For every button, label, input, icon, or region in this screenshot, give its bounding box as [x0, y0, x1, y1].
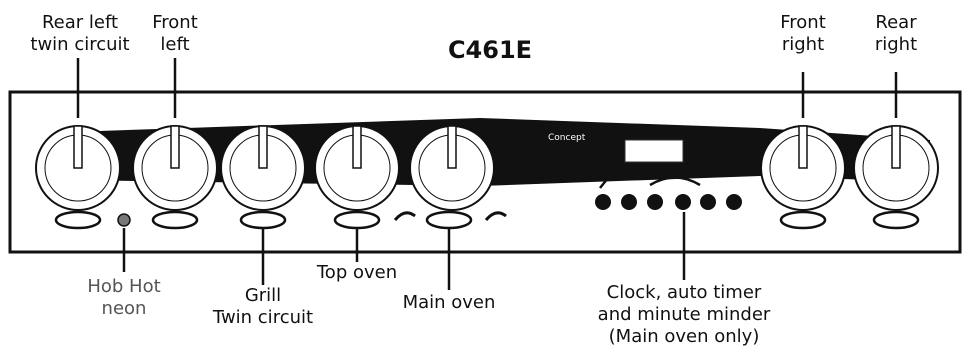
label-rear-right: Rear right	[874, 12, 918, 55]
brand-logo: Concept	[548, 133, 586, 143]
clock-buttons[interactable]	[595, 176, 742, 211]
knob-front-right[interactable]	[760, 125, 846, 230]
label-top-oven: Top oven	[316, 262, 398, 283]
knob-grill[interactable]	[220, 125, 306, 230]
knob-top-oven[interactable]	[314, 125, 416, 230]
label-hob-hot-neon: Hob Hot neon	[87, 276, 161, 319]
label-clock: Clock, auto timer and minute minder (Mai…	[597, 282, 771, 347]
knob-front-left[interactable]	[132, 125, 218, 230]
label-front-right: Front right	[780, 12, 826, 55]
clock-display	[624, 139, 684, 163]
leader-lines	[76, 58, 898, 290]
label-front-left: Front left	[152, 12, 198, 55]
hob-hot-neon	[117, 213, 131, 227]
knob-main-oven[interactable]	[409, 125, 507, 230]
label-grill: Grill Twin circuit	[212, 285, 314, 328]
knob-rear-left[interactable]	[35, 125, 121, 230]
label-main-oven: Main oven	[402, 292, 496, 313]
model-title: C461E	[447, 36, 533, 64]
knob-rear-right[interactable]	[853, 125, 939, 230]
label-rear-left: Rear left twin circuit	[30, 12, 130, 55]
